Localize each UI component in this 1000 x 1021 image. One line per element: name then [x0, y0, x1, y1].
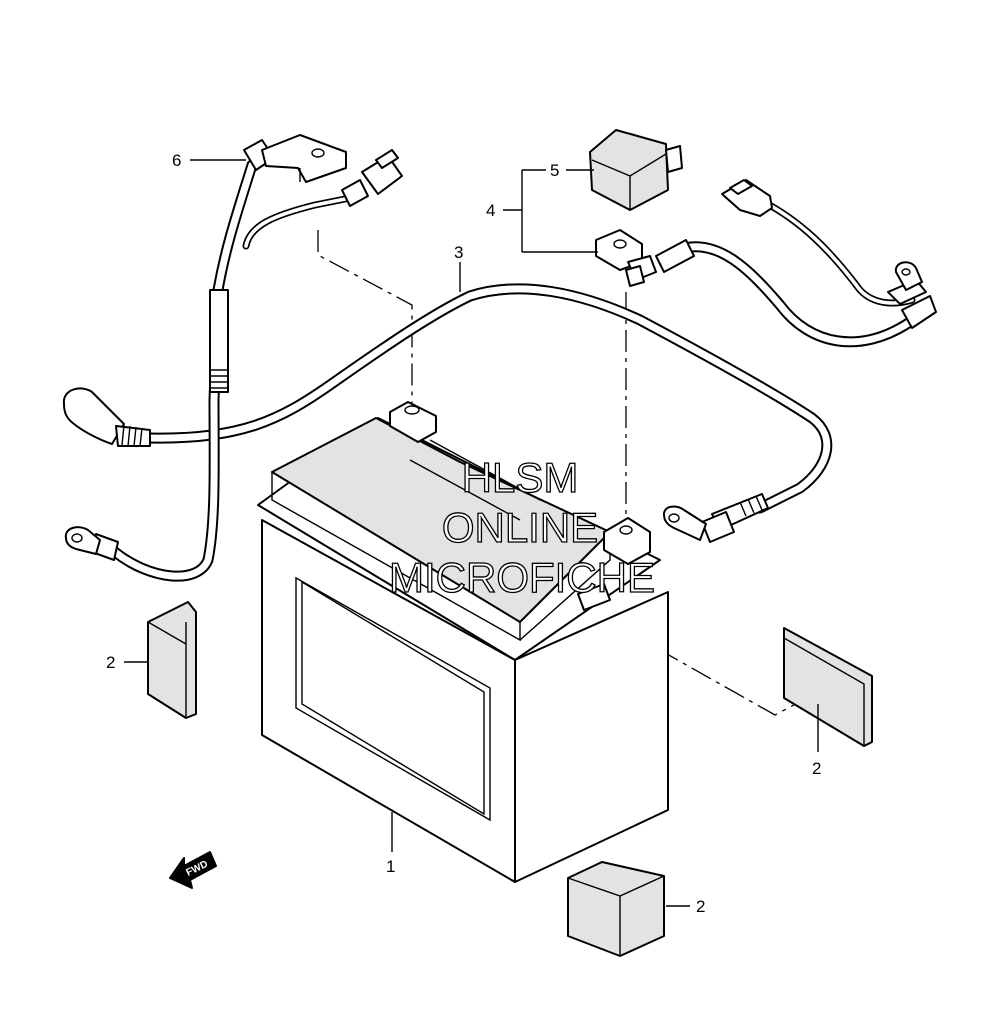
- terminal-cap: [589, 129, 683, 211]
- spacer-left: [147, 601, 197, 719]
- callout-cable-long: 3: [454, 243, 463, 262]
- cable-long: [62, 283, 833, 543]
- watermark-line-3: MICROFICHE: [389, 554, 655, 601]
- callout-spacer-right: 2: [812, 759, 821, 778]
- callout-terminal-cap: 5: [550, 161, 559, 180]
- battery: [257, 401, 669, 883]
- callout-cable-assy: 4: [486, 201, 495, 220]
- cable-assy: [595, 179, 937, 348]
- leader-lines: [124, 159, 819, 907]
- watermark: HLSM ONLINE MICROFICHE: [388, 453, 655, 601]
- callout-battery: 1: [386, 857, 395, 876]
- watermark-line-1: HLSM: [462, 454, 579, 501]
- callout-spacer-left: 2: [106, 653, 115, 672]
- fwd-arrow-icon: FWD: [169, 851, 217, 889]
- callout-cable-short: 6: [172, 151, 181, 170]
- spacer-right: [783, 627, 873, 747]
- callout-spacer-bottom: 2: [696, 897, 705, 916]
- watermark-line-2: ONLINE: [442, 504, 598, 551]
- spacer-bottom: [567, 861, 665, 957]
- cable-short: [64, 134, 403, 582]
